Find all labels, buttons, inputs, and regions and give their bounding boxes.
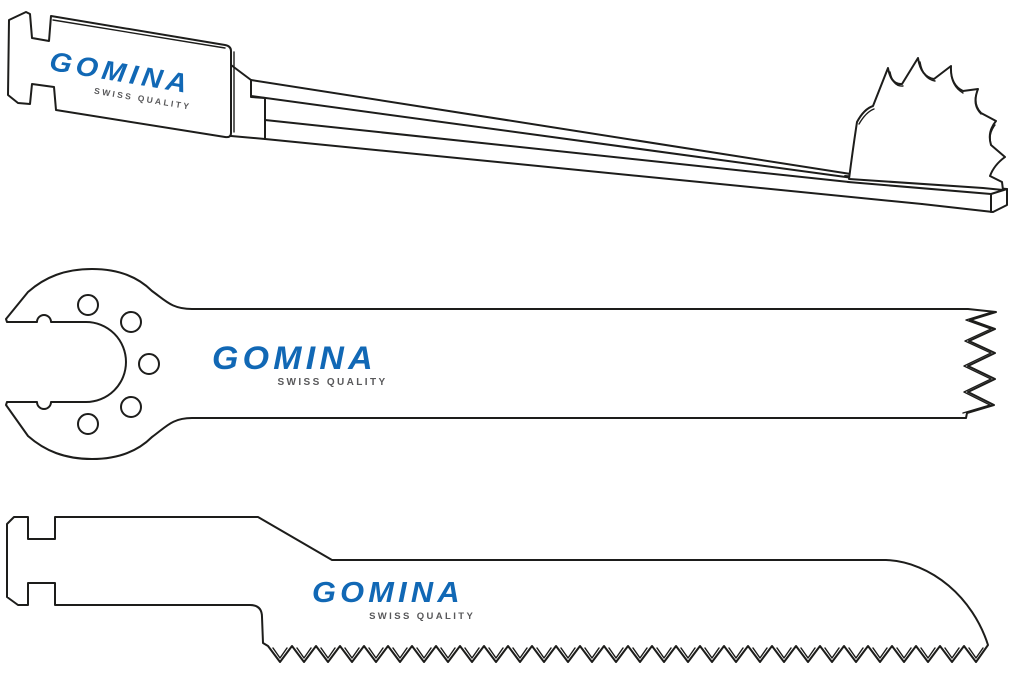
gomina-logo: GOMINA SWISS QUALITY xyxy=(212,342,385,388)
blade-illustration-bottom xyxy=(0,505,1024,697)
brand-tagline: SWISS QUALITY xyxy=(277,377,388,388)
blade-illustration-middle xyxy=(0,255,1024,470)
gomina-logo: GOMINA SWISS QUALITY xyxy=(312,579,473,622)
brand-tagline: SWISS QUALITY xyxy=(369,611,476,622)
brand-name: GOMINA xyxy=(312,577,464,609)
brand-name: GOMINA xyxy=(212,340,377,376)
blade-illustration-top xyxy=(0,0,1024,240)
